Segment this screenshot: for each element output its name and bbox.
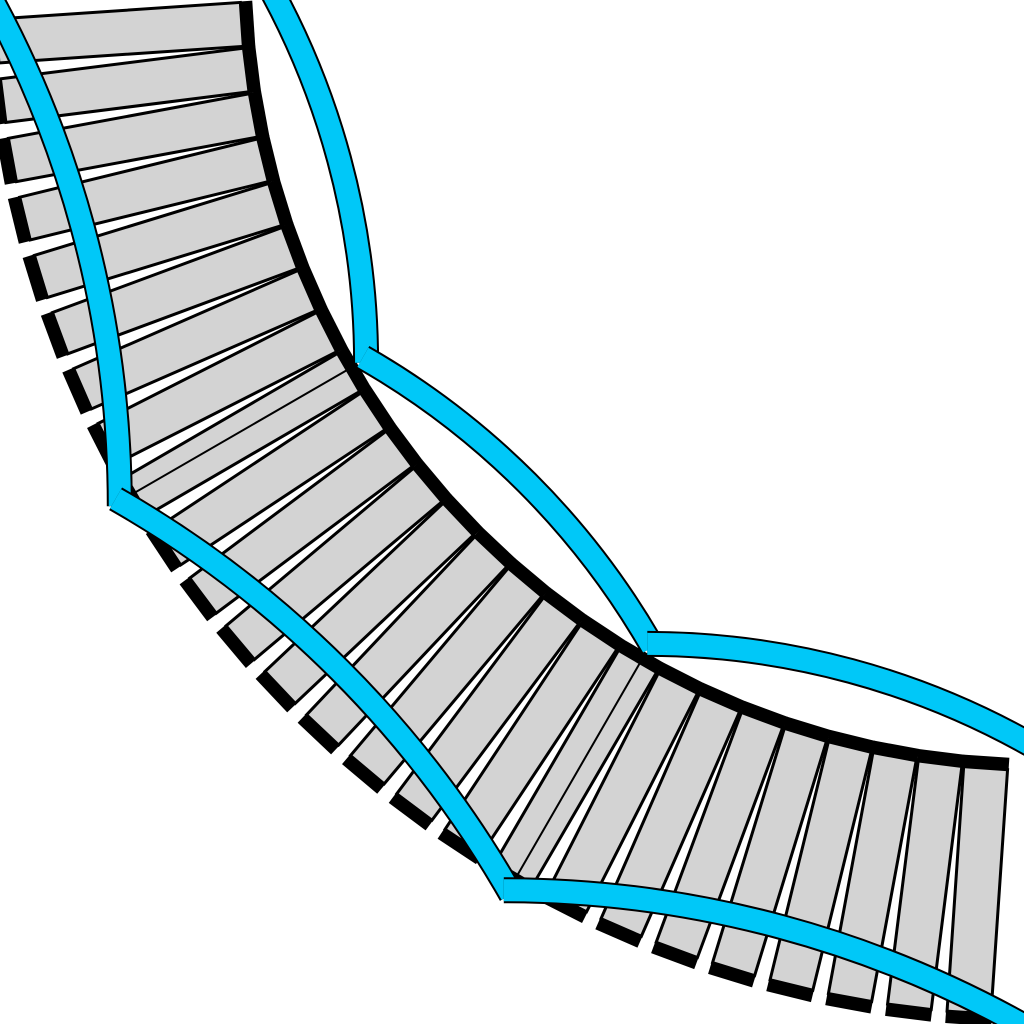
roller-body [945, 765, 1010, 1016]
roller-axle-cap [62, 367, 92, 415]
roller-body [71, 268, 318, 411]
roller-axle-cap [827, 729, 875, 753]
roller-body [493, 648, 659, 887]
roller-axle-cap [651, 941, 699, 970]
roller-axle-cap [337, 346, 371, 393]
roller-axle-cap [657, 662, 704, 694]
roller-axle-cap [412, 459, 452, 503]
roller-axle-cap [40, 311, 69, 359]
roller-axle-cap [474, 527, 516, 568]
roller [885, 748, 965, 1022]
roller-axle-cap [257, 135, 281, 183]
roller-body [394, 595, 581, 823]
inner-rail [647, 632, 1024, 754]
inner-rail [264, 0, 378, 363]
roller-axle-cap [216, 625, 256, 668]
roller-body [599, 692, 742, 939]
roller [388, 587, 587, 831]
roller-axle-cap [783, 716, 831, 742]
roller-axle-cap [7, 196, 31, 244]
roller [179, 423, 423, 622]
roller-axle-cap [595, 918, 643, 948]
roller-axle-cap [442, 494, 483, 536]
outer-rail [110, 489, 521, 900]
roller-axle-cap [255, 670, 296, 713]
outer-rail [503, 879, 1024, 1024]
roller [62, 264, 328, 415]
roller-axle-cap [507, 558, 551, 598]
roller-axle-cap [316, 306, 348, 353]
roller-body [0, 46, 251, 125]
roller-axle-cap [0, 137, 17, 185]
roller-body [885, 759, 964, 1012]
section-divider [512, 654, 646, 884]
inner-rail [357, 347, 663, 653]
roller-body [0, 0, 245, 65]
roller [595, 682, 746, 948]
roller-axle-cap [708, 962, 756, 988]
roller-axle-cap [388, 793, 433, 831]
roller-axle-cap [579, 614, 625, 650]
roller-axle-cap [385, 423, 423, 468]
roller-axle-cap [22, 254, 48, 302]
roller-axle-cap [179, 577, 217, 622]
roller-axle-cap [145, 527, 182, 573]
roller-axle-cap [766, 979, 814, 1003]
roller-axle-cap [297, 264, 328, 312]
roller-body [187, 429, 415, 616]
roller [0, 0, 256, 65]
roller [0, 45, 262, 125]
roller-axle-cap [281, 222, 310, 270]
roller-axle-cap [342, 754, 385, 794]
roller-axle-cap [698, 682, 746, 713]
roller-axle-cap [617, 639, 664, 673]
roller-axle-cap [871, 740, 920, 761]
roller-axle-cap [740, 700, 788, 729]
section-divider [126, 364, 356, 498]
roller-axle-cap [249, 90, 270, 139]
roller-body [123, 351, 362, 517]
roller-axle-cap [360, 385, 396, 431]
roller-axle-cap [297, 714, 340, 755]
roller [945, 754, 1010, 1024]
roller-axle-cap [268, 179, 294, 227]
outer-rail [0, 0, 131, 507]
roller-axle-cap [542, 587, 587, 625]
roller-axle-cap [437, 828, 483, 865]
roller-axle-cap [825, 993, 873, 1014]
